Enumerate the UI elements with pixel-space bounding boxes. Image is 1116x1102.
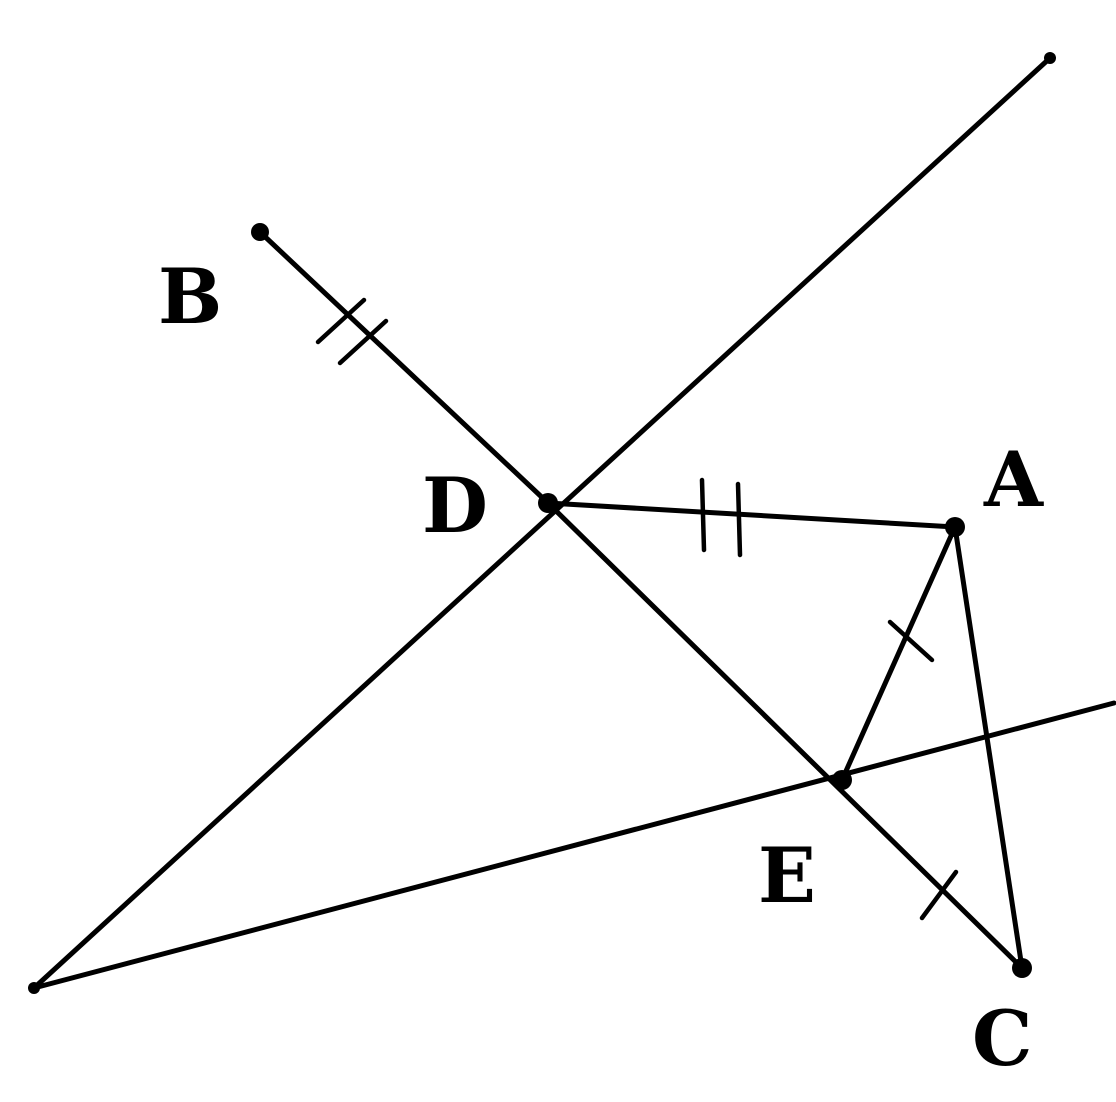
label-b: B xyxy=(158,252,222,341)
point-b-dot xyxy=(251,223,269,241)
point-e-dot xyxy=(832,770,852,790)
point-c-dot xyxy=(1012,958,1032,978)
label-e: E xyxy=(758,831,816,920)
tick-mark-da-1 xyxy=(699,477,707,553)
label-a: A xyxy=(983,435,1044,524)
label-c: C xyxy=(972,994,1033,1083)
tick-mark-da-2 xyxy=(735,481,743,558)
label-d: D xyxy=(422,461,488,550)
segment-ac xyxy=(952,524,1025,971)
segment-da xyxy=(545,500,958,530)
line-through-e xyxy=(31,700,1116,991)
segment-ae xyxy=(839,524,958,783)
tick-mark-bd-1 xyxy=(315,297,367,345)
point-d-dot xyxy=(538,493,558,513)
segment-bd xyxy=(257,229,551,506)
line-through-d xyxy=(31,55,1053,991)
tick-mark-ae xyxy=(887,619,935,663)
left-end-dot xyxy=(28,982,40,994)
point-a-dot xyxy=(945,517,965,537)
tick-mark-ec xyxy=(919,869,959,921)
top-end-dot xyxy=(1044,52,1056,64)
tick-mark-bd-2 xyxy=(337,318,389,366)
